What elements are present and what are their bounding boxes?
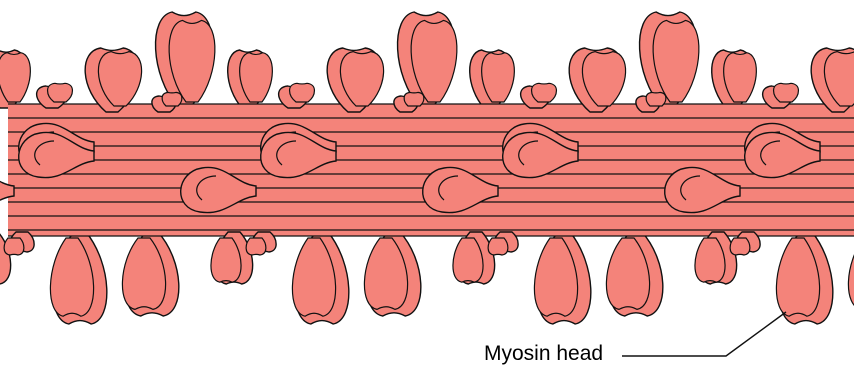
myosin-head-down — [122, 232, 178, 316]
myosin-head-inner-lobe — [162, 92, 182, 106]
myosin-head-up — [470, 50, 515, 108]
myosin-head-inner-lobe — [246, 238, 266, 255]
myosin-head-inner-lobe — [404, 92, 424, 106]
myosin-head-inner-lobe — [453, 238, 483, 282]
myosin-head-inner-lobe — [4, 238, 24, 255]
myosin-head-down — [211, 232, 253, 284]
myosin-head-up — [228, 50, 273, 108]
myosin-head-down — [50, 232, 106, 324]
myosin-head-inner-lobe — [290, 83, 315, 102]
myosin-head-up — [327, 48, 383, 112]
myosin-head-inner-lobe — [730, 238, 750, 255]
myosin-head-inner-lobe — [774, 83, 799, 102]
myosin-head-inner-lobe — [488, 238, 508, 255]
myosin-head-label: Myosin head — [484, 342, 603, 366]
myosin-head-down — [848, 232, 854, 316]
myosin-head-down — [776, 232, 832, 324]
myosin-head-inner-lobe — [532, 83, 557, 102]
myosin-head-inner-lobe — [0, 53, 30, 102]
myosin-head-up — [811, 48, 854, 112]
myosin-head-inner-lobe — [646, 92, 666, 106]
myosin-head-down — [364, 232, 420, 316]
myosin-head-up — [85, 48, 141, 112]
myosin-head-inner-lobe — [48, 83, 73, 102]
myosin-head-down — [534, 232, 590, 324]
myosin-head-down — [695, 232, 737, 284]
myosin-head-down — [606, 232, 662, 316]
myosin-head-up — [712, 50, 757, 108]
myosin-head-up — [0, 50, 30, 108]
myosin-head-down — [453, 232, 495, 284]
myosin-head-up — [569, 48, 625, 112]
myosin-head-inner-lobe — [211, 238, 241, 282]
myosin-head-inner-lobe — [848, 238, 854, 309]
label-leader-line — [622, 312, 786, 356]
myosin-head-down — [292, 232, 348, 324]
myosin-head-inner-lobe — [695, 238, 725, 282]
